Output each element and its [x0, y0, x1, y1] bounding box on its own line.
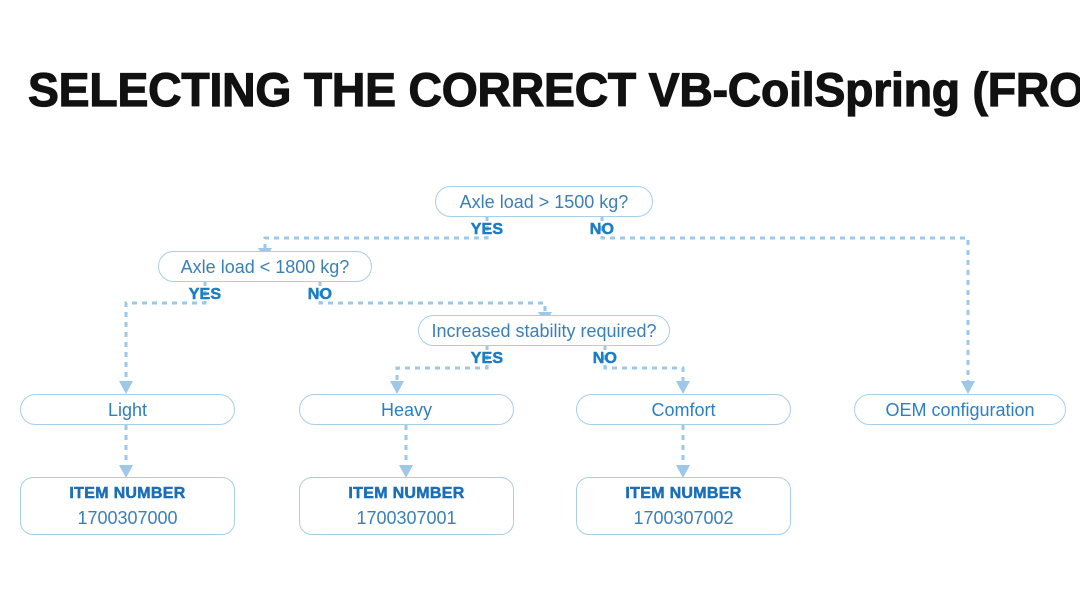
outcome-node-label: Comfort: [651, 399, 716, 420]
outcome-node-heavy[interactable]: Heavy: [299, 394, 514, 425]
outcome-node-label: OEM configuration: [885, 399, 1035, 420]
branch-label-d1-yes: YES: [470, 221, 504, 238]
branch-label-d3-no: NO: [592, 350, 618, 367]
outcome-node-oem-configuration[interactable]: OEM configuration: [854, 394, 1066, 425]
edge-d1-yes-to-d2: [263, 216, 489, 249]
outcome-node-label: Heavy: [380, 399, 433, 420]
branch-label-d3-yes: YES: [470, 350, 504, 367]
outcome-node-light[interactable]: Light: [20, 394, 235, 425]
item-number-value: 1700307001: [356, 507, 457, 528]
arrowhead-d3-no: [676, 381, 690, 394]
item-number-title: ITEM NUMBER: [69, 484, 186, 502]
outcome-node-label: Light: [107, 399, 148, 420]
edge-d2-no-to-d3: [318, 281, 547, 313]
outcome-node-comfort[interactable]: Comfort: [576, 394, 791, 425]
decision-node-axle-load-lt-1800[interactable]: Axle load < 1800 kg?: [158, 251, 372, 282]
branch-label-d2-yes: YES: [188, 286, 222, 303]
item-number-box[interactable]: ITEM NUMBER 1700307001: [299, 477, 514, 535]
item-number-title: ITEM NUMBER: [348, 484, 465, 502]
decision-node-label: Axle load > 1500 kg?: [459, 191, 629, 212]
decision-node-increased-stability[interactable]: Increased stability required?: [418, 315, 670, 346]
arrowhead-d3-yes: [390, 381, 404, 394]
item-number-box[interactable]: ITEM NUMBER 1700307002: [576, 477, 791, 535]
arrowhead-d2-yes: [119, 381, 133, 394]
decision-node-label: Axle load < 1800 kg?: [180, 256, 350, 277]
page-title: SELECTING THE CORRECT VB-CoilSpring (FRO…: [27, 62, 1080, 116]
edge-d1-no-to-oem: [600, 216, 970, 382]
item-number-box[interactable]: ITEM NUMBER 1700307000: [20, 477, 235, 535]
item-number-title: ITEM NUMBER: [625, 484, 742, 502]
branch-label-d2-no: NO: [307, 286, 333, 303]
item-number-value: 1700307000: [77, 507, 178, 528]
branch-label-d1-no: NO: [589, 221, 615, 238]
item-number-value: 1700307002: [633, 507, 734, 528]
decision-node-label: Increased stability required?: [431, 320, 657, 341]
arrowhead-d1-no: [961, 381, 975, 394]
decision-node-axle-load-gt-1500[interactable]: Axle load > 1500 kg?: [435, 186, 653, 217]
